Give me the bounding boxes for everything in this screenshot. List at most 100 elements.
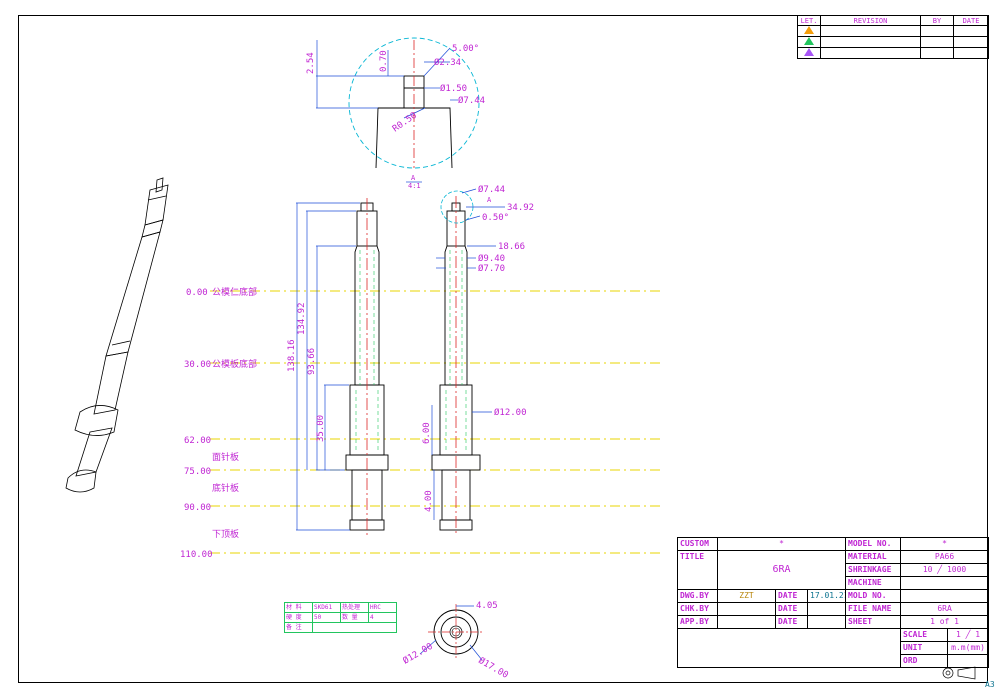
material-value: PA66 <box>900 550 990 564</box>
dim-d1: Ø9.40 <box>478 253 505 264</box>
level-label: 下顶板 <box>212 528 239 540</box>
model-label: MODEL NO. <box>845 537 902 551</box>
dim-len2: 4.00 <box>424 490 434 512</box>
material-row: 硬 度 50 数 量 4 <box>284 612 397 623</box>
dim-d3: Ø12.00 <box>494 407 527 418</box>
unit-value: m.m(mm) <box>947 641 990 655</box>
detail-angle: 5.00° <box>452 44 479 54</box>
title-block: CUSTOM * MODEL NO. * TITLE 6RA MATERIAL … <box>676 537 990 668</box>
title-value: 6RA <box>716 550 847 590</box>
shrinkage-value: 10 ╱ 1000 <box>900 563 990 577</box>
material-row: 材 料 SKD61 热处理 HRC <box>284 602 397 613</box>
material-label: MATERIAL <box>845 550 902 564</box>
material-cell: 数 量 <box>340 612 369 623</box>
ord-value <box>947 654 990 668</box>
file-label: FILE NAME <box>845 602 902 616</box>
end-d-left: Ø12.00 <box>401 641 435 667</box>
dim-d2: Ø7.70 <box>478 263 505 274</box>
detail-view-a: 2.54 0.70 5.00° Ø2.34 Ø1.50 Ø7.44 R0.50 … <box>306 37 485 190</box>
material-cell: 50 <box>312 612 341 623</box>
end-d-top: 4.05 <box>476 601 498 611</box>
drawing-frame <box>18 15 988 683</box>
ord-label: ORD <box>900 654 949 668</box>
revision-triangle-icon <box>804 26 814 34</box>
dim-shoulder: 18.66 <box>498 242 525 252</box>
left-dimension-text: 138.16 134.92 93.66 35.00 <box>287 302 326 442</box>
dim-step: 35.00 <box>316 415 326 442</box>
detail-scale: 4:1 <box>408 182 421 190</box>
material-row: 备 注 <box>284 622 397 633</box>
level-label: 底针板 <box>212 482 239 494</box>
level-value: 90.00 <box>184 503 211 513</box>
dim-len1: 6.00 <box>422 422 432 444</box>
date-label-2: DATE <box>775 602 808 616</box>
level-value: 0.00 <box>186 288 208 298</box>
level-value: 110.00 <box>180 550 213 560</box>
right-hidden-lines <box>445 250 467 452</box>
dim-head: 34.92 <box>507 203 534 213</box>
dim-top-dia: Ø7.44 <box>478 184 505 195</box>
custom-label: CUSTOM <box>677 537 718 551</box>
revision-triangle-icon <box>804 48 814 56</box>
level-value: 30.00 <box>184 360 211 370</box>
date-value-2 <box>806 602 847 616</box>
machine-value <box>900 576 990 590</box>
level-value: 62.00 <box>184 436 211 446</box>
end-d-right: Ø17.00 <box>477 655 511 681</box>
level-label: 面针板 <box>212 451 239 463</box>
sheet-label: SHEET <box>845 615 902 629</box>
chk-value <box>717 602 776 616</box>
dwg-value: ZZT <box>717 589 776 603</box>
dwg-label: DWG.BY <box>677 589 718 603</box>
revision-triangle-icon <box>804 37 814 45</box>
detail-letter: A <box>411 174 416 182</box>
detail-top-w: 0.70 <box>379 50 389 72</box>
app-label: APP.BY <box>677 615 718 629</box>
file-value: 6RA <box>900 602 990 616</box>
level-labels: 0.00 公模仁底部 30.00 公模板底部 62.00 面针板 75.00 底… <box>180 286 257 560</box>
chk-label: CHK.BY <box>677 602 718 616</box>
level-label: 公模板底部 <box>212 358 257 370</box>
projection-symbol-icon <box>942 666 976 680</box>
left-dimensions <box>296 202 360 531</box>
dim-overall: 138.16 <box>287 339 297 372</box>
detail-d-b: Ø1.50 <box>440 83 467 94</box>
material-cell: 硬 度 <box>284 612 313 623</box>
material-cell: 热处理 <box>340 602 369 613</box>
scale-label: SCALE <box>900 628 949 642</box>
dim-mid: 134.92 <box>297 302 307 335</box>
date-label: DATE <box>775 589 808 603</box>
material-cell: HRC <box>368 602 397 613</box>
isometric-view <box>65 177 169 493</box>
detail-radius: R0.50 <box>391 111 419 135</box>
sheet-value: 1 of 1 <box>900 615 990 629</box>
dim-ref-letter: A <box>487 196 492 204</box>
unit-label: UNIT <box>900 641 949 655</box>
material-cell: 材 料 <box>284 602 313 613</box>
sheet-size: A3 <box>985 680 995 689</box>
revision-table: LET. REVISION BY DATE <box>797 15 989 59</box>
level-lines <box>210 290 660 554</box>
detail-d-c: Ø7.44 <box>458 95 485 106</box>
scale-value: 1 ╱ 1 <box>947 628 990 642</box>
left-hidden-lines <box>355 250 379 452</box>
shrinkage-label: SHRINKAGE <box>845 563 902 577</box>
right-dimensions <box>431 188 505 520</box>
material-cell: 备 注 <box>284 622 313 633</box>
material-cell: 4 <box>368 612 397 623</box>
dim-inner: 93.66 <box>307 348 317 375</box>
date-value-3 <box>806 615 847 629</box>
app-value <box>717 615 776 629</box>
revision-row <box>797 47 989 59</box>
material-table: 材 料 SKD61 热处理 HRC 硬 度 50 数 量 4 备 注 <box>284 602 397 633</box>
date-value: 17.01.21 <box>806 589 847 603</box>
custom-value: * <box>716 537 847 551</box>
right-dimension-text: Ø7.44 A 34.92 0.50° 18.66 Ø9.40 Ø7.70 Ø1… <box>422 184 534 512</box>
level-value: 75.00 <box>184 467 211 477</box>
model-value: * <box>900 537 990 551</box>
material-cell: SKD61 <box>312 602 341 613</box>
level-label: 公模仁底部 <box>212 286 257 298</box>
detail-depth: 2.54 <box>306 52 316 74</box>
